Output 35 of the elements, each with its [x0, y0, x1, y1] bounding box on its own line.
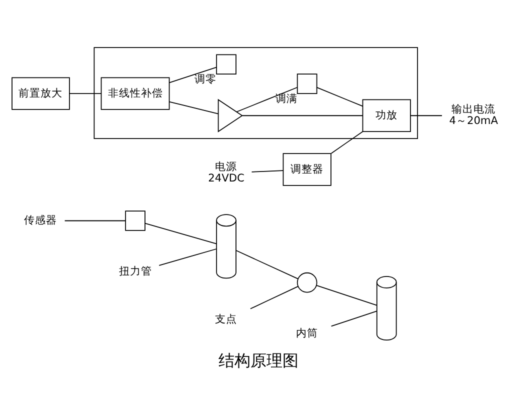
node-box — [296, 74, 318, 94]
connector — [69, 93, 102, 94]
connector — [236, 86, 298, 112]
node-triangle — [218, 98, 243, 132]
node-text: 支点 — [215, 313, 238, 326]
node-text: 电源 24VDC — [208, 161, 244, 185]
node-circle — [296, 272, 318, 293]
connector — [168, 66, 217, 84]
node-text: 内筒 — [296, 328, 318, 340]
connector — [316, 87, 364, 107]
node-text: 输出电流 4～20mA — [449, 104, 498, 128]
connector — [158, 248, 217, 266]
connector — [251, 170, 284, 172]
connector — [242, 115, 364, 116]
connector — [316, 284, 378, 306]
node-box — [216, 54, 236, 75]
connector — [64, 220, 126, 222]
connector — [330, 310, 377, 327]
node-label: 调零 — [194, 74, 216, 86]
node-text: 传感器 — [24, 214, 58, 226]
caption: 结构原理图 — [218, 350, 298, 370]
node-text: 扭力管 — [118, 266, 152, 278]
connector — [168, 101, 219, 114]
node-box — [125, 210, 146, 231]
node-box: 前置放大 — [12, 77, 70, 110]
connector — [144, 222, 217, 244]
node-box: 非线性补偿 — [100, 77, 170, 110]
node-box: 功放 — [362, 99, 411, 132]
connector — [250, 286, 298, 310]
node-box: 调整器 — [282, 153, 332, 186]
cluster — [94, 47, 418, 140]
connector — [330, 131, 364, 154]
connector — [236, 250, 298, 280]
node-label: 调满 — [275, 93, 298, 106]
connector — [410, 115, 442, 116]
